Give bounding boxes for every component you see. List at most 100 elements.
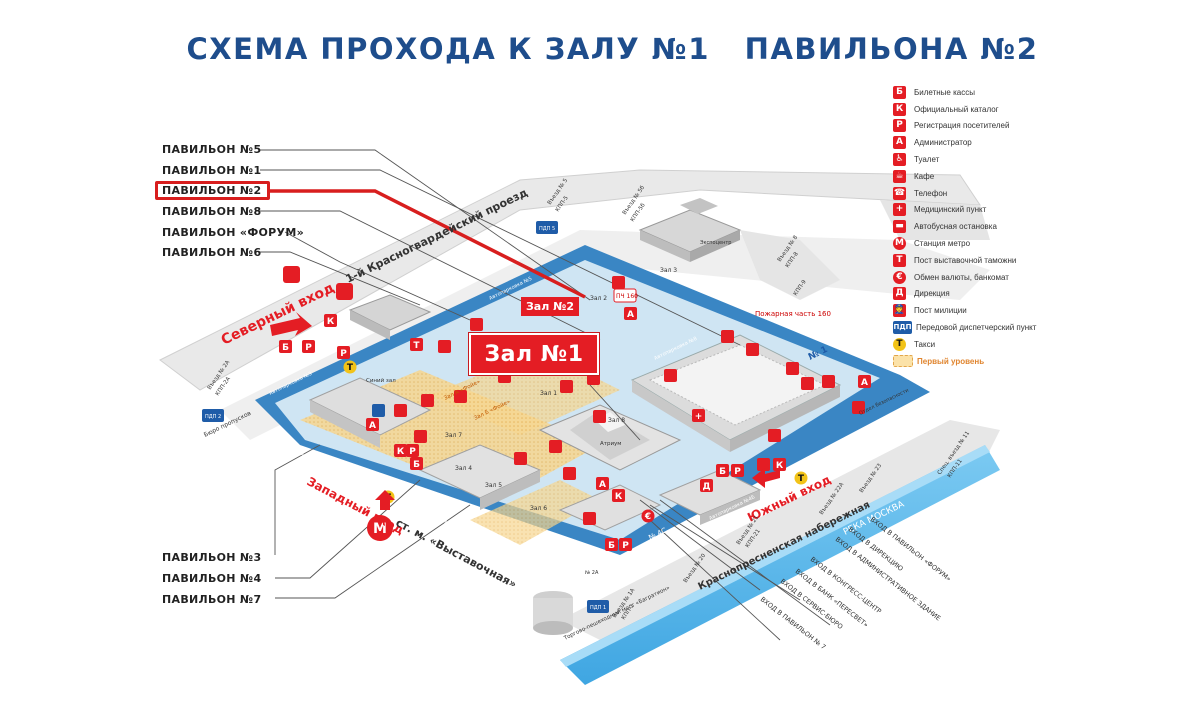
administrator-icon: А (893, 136, 906, 150)
medical-icon: + (893, 203, 906, 217)
pavilion-label: ПАВИЛЬОН №4 (162, 572, 262, 585)
svg-text:Д: Д (702, 482, 710, 492)
hall-3-label: Зал 3 (660, 267, 677, 274)
svg-text:К: К (327, 317, 335, 327)
legend-item: € Обмен валюты, банкомат (893, 269, 1036, 286)
leader-lines (255, 149, 831, 641)
legend-label: Пост милиции (914, 306, 967, 316)
svg-text:M: M (373, 521, 387, 537)
pavilion-label: ПАВИЛЬОН №5 (162, 143, 262, 156)
hall-4-label: Зал 4 (455, 465, 472, 472)
hall-2-callout: Зал №2 (521, 297, 579, 316)
ticket-office-icon: Б (893, 85, 906, 99)
pavilion-label: ПАВИЛЬОН «ФОРУМ» (162, 226, 304, 239)
siniy-zal-label: Синий зал (366, 377, 396, 384)
legend-item: ☕ Кафе (893, 168, 1036, 185)
legend-label: Первый уровень (917, 356, 985, 366)
river (560, 445, 1000, 685)
pdp2-label: ПДП 2 (205, 414, 221, 420)
legend-item: ПДП Передовой диспетчерский пункт (893, 319, 1036, 336)
svg-text:T: T (798, 474, 805, 484)
legend-label: Автобусная остановка (914, 222, 997, 232)
pav-n2a-label: № 2А (585, 570, 599, 576)
legend-label: Станция метро (914, 239, 971, 249)
fire-station-label: Пожарная часть 160 (755, 310, 831, 318)
svg-text:Б: Б (719, 467, 726, 477)
hall-8-label: Зал 8 (608, 417, 625, 424)
svg-text:Р: Р (340, 349, 347, 359)
legend-label: Передовой диспетчерский пункт (916, 323, 1037, 333)
svg-text:€: € (644, 512, 651, 522)
legend-label: Такси (914, 339, 936, 349)
legend-label: Дирекция (914, 289, 950, 299)
legend-item: Д Дирекция (893, 286, 1036, 303)
hall-7-label: Зал 7 (445, 432, 462, 439)
svg-text:А: А (861, 378, 868, 388)
dispatch-point-icon: ПДП (893, 321, 912, 335)
legend-item: + Медицинский пункт (893, 202, 1036, 219)
svg-text:Т: Т (413, 341, 420, 351)
pavilion-label: ПАВИЛЬОН №3 (162, 551, 262, 564)
pavilion-label: ПАВИЛЬОН №8 (162, 205, 262, 218)
currency-exchange-icon: € (893, 270, 906, 284)
phone-icon: ☎ (893, 186, 906, 200)
svg-text:Б: Б (608, 541, 615, 551)
hall-6-label: Зал 6 (530, 505, 547, 512)
legend-label: Телефон (914, 188, 948, 198)
legend-item: Т Такси (893, 336, 1036, 353)
svg-text:Р: Р (734, 467, 741, 477)
pavilion-label: ПАВИЛЬОН №6 (162, 246, 262, 259)
legend-item: 👮 Пост милиции (893, 302, 1036, 319)
legend-label: Официальный каталог (914, 104, 999, 114)
svg-text:Б: Б (413, 460, 420, 470)
legend-label: Администратор (914, 138, 972, 148)
atrium-label: Атриум (600, 441, 621, 447)
hall-1-label: Зал 1 (540, 390, 557, 397)
legend-label: Туалет (914, 155, 940, 165)
svg-text:К: К (397, 447, 405, 457)
svg-text:T: T (347, 363, 354, 373)
toilet-icon: ♿ (893, 153, 906, 167)
pdp5-label: ПДП 5 (539, 226, 555, 232)
entrance-arrows (270, 312, 780, 510)
buildings (308, 198, 842, 635)
legend-item: Б Билетные кассы (893, 84, 1036, 101)
legend-item: ☎ Телефон (893, 185, 1036, 202)
cafe-icon: ☕ (893, 169, 906, 183)
bus-stop-icon: ▬ (893, 220, 906, 234)
map-poi-icons: К Б Р Р Т T А К Р Б А А К € Б Р + (202, 221, 871, 613)
page-title: СХЕМА ПРОХОДА К ЗАЛУ №1 ПАВИЛЬОНА №2 (186, 32, 1039, 66)
directorate-icon: Д (893, 287, 906, 301)
hall-2-label: Зал 2 (590, 295, 607, 302)
pavilion-label: ПАВИЛЬОН №7 (162, 593, 262, 606)
hall-1-callout: Зал №1 (469, 333, 599, 375)
legend-item: M Станция метро (893, 235, 1036, 252)
pavilion-label: ПАВИЛЬОН №2 (155, 181, 271, 200)
svg-text:А: А (599, 480, 606, 490)
svg-text:А: А (369, 421, 376, 431)
svg-text:К: К (776, 461, 784, 471)
legend-item: ♿ Туалет (893, 151, 1036, 168)
svg-text:Р: Р (409, 447, 416, 457)
customs-icon: Т (893, 253, 906, 267)
pch-label: ПЧ 160 (616, 293, 638, 300)
taxi-icon: Т (893, 337, 906, 351)
police-icon: 👮 (893, 304, 906, 318)
legend-label: Обмен валюты, банкомат (914, 272, 1009, 282)
catalog-icon: К (893, 102, 906, 116)
legend-label: Кафе (914, 171, 935, 181)
legend-label: Билетные кассы (914, 87, 975, 97)
route-to-hall (258, 189, 586, 299)
metro-icon: M (893, 237, 906, 251)
svg-text:+: + (695, 412, 703, 422)
legend-item: Первый уровень (893, 353, 1036, 370)
hall-5-label: Зал 5 (485, 482, 502, 489)
registration-icon: Р (893, 119, 906, 133)
pdp1-label: ПДП 1 (590, 605, 606, 611)
legend-label: Пост выставочной таможни (914, 255, 1017, 265)
legend-item: ▬ Автобусная остановка (893, 218, 1036, 235)
legend-label: Медицинский пункт (914, 205, 987, 215)
legend-label: Регистрация посетителей (914, 121, 1010, 131)
svg-text:Р: Р (305, 343, 312, 353)
